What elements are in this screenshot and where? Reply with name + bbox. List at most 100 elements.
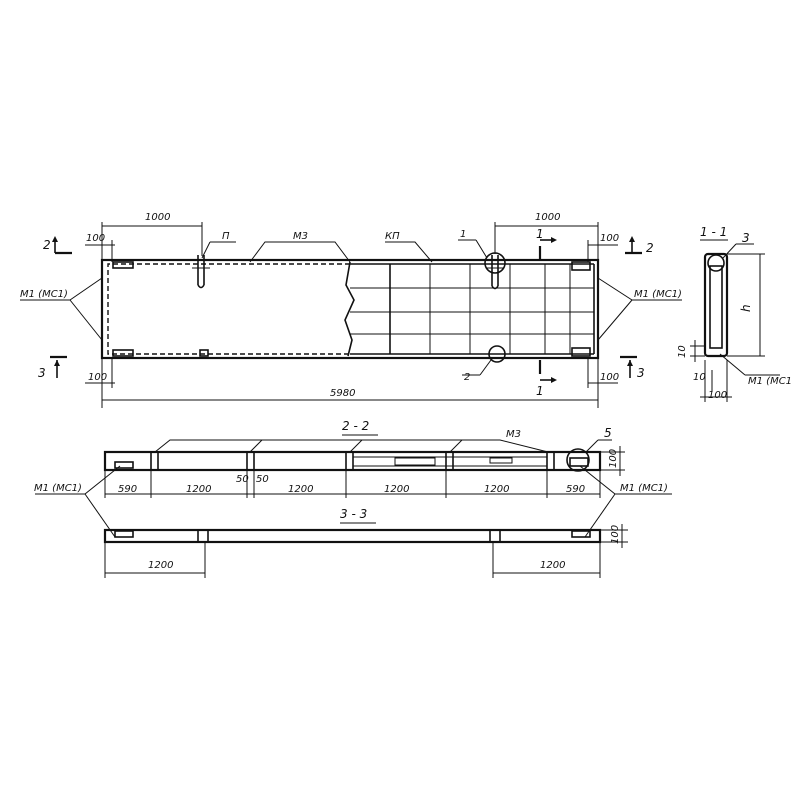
- section-2-plate-right: [569, 457, 589, 467]
- callout-circle-5: [566, 448, 590, 472]
- section-2-rib: [345, 451, 354, 471]
- section-mark-3-right: [620, 355, 637, 378]
- label-h: h: [739, 304, 753, 312]
- label-m3-sec2: М3: [506, 429, 521, 440]
- dim-1200-left-sec3: 1200: [148, 560, 173, 571]
- section-2-rib: [546, 451, 555, 471]
- label-sec-3-left: 3: [38, 366, 46, 380]
- section-1-1: 1 - 1 3 h 10 10 100 М1 (МС1: [677, 225, 792, 402]
- section-mark-1-bottom: [538, 360, 557, 383]
- section-2-rib: [150, 451, 159, 471]
- label-m1-right: М1 (МС1): [634, 289, 682, 300]
- label-callout-2: 2: [464, 372, 470, 383]
- label-callout-3: 3: [742, 231, 750, 245]
- section-3-loop-right: [489, 529, 501, 543]
- plan-plate-bl: [112, 349, 134, 357]
- label-10a: 10: [677, 345, 688, 358]
- section-2-rib: [246, 451, 255, 471]
- dim-590-left: 590: [118, 484, 137, 495]
- leader-kp: [385, 241, 433, 263]
- label-10b: 10: [693, 372, 706, 383]
- dim-1200-1: 1200: [186, 484, 211, 495]
- leader-5: [585, 439, 599, 453]
- dim-100-sec2: 100: [608, 449, 619, 468]
- label-m3: М3: [293, 231, 308, 242]
- leader-m3: [249, 241, 351, 263]
- leader-3: [722, 243, 737, 259]
- section-mark-1-top: [538, 237, 557, 260]
- section-mark-2-right: [625, 236, 642, 255]
- plan-dim-1000-right: 1000: [535, 212, 560, 223]
- plan-dim-1000-left: 1000: [145, 212, 170, 223]
- leader-m1-sec1: [719, 353, 746, 376]
- dim-1200-4: 1200: [484, 484, 509, 495]
- section-1-title: 1 - 1: [700, 225, 727, 239]
- section-2-2: 2 - 2: [34, 419, 672, 538]
- leader-m1-right-top: [597, 277, 633, 301]
- plan-small-plate: [199, 349, 209, 357]
- leader-m1-left-top: [69, 277, 103, 301]
- label-sec-1-top: 1: [536, 227, 544, 241]
- plan-dim-100-tl: 100: [86, 233, 105, 244]
- label-callout-1: 1: [460, 229, 466, 240]
- label-sec-2-right: 2: [646, 241, 654, 255]
- dim-1200-3: 1200: [384, 484, 409, 495]
- section-3-title: 3 - 3: [340, 507, 367, 521]
- section-1-inner: [709, 265, 723, 349]
- plan-dashed-contour: [107, 263, 350, 355]
- section-2-rib: [445, 451, 454, 471]
- lifting-loop-left: [192, 255, 210, 289]
- callout-circle-1: [484, 252, 506, 274]
- leader-m1-sec2-left: [84, 465, 121, 495]
- plan-plate-tr: [571, 261, 591, 271]
- leader-m3-branch: [249, 439, 263, 453]
- label-m1-sec2-right: М1 (МС1): [620, 483, 668, 494]
- label-sec-1-bottom: 1: [536, 384, 544, 398]
- leader-m3-section2: [154, 439, 549, 453]
- label-m1-left: М1 (МС1): [20, 289, 68, 300]
- leader-2: [479, 359, 492, 376]
- plan-dim-100-bl: 100: [88, 372, 107, 383]
- leader-m3-branch: [449, 439, 463, 453]
- dim-50a: 50: [236, 474, 249, 485]
- section-3-plate-right: [571, 530, 591, 538]
- section-3-3: 3 - 3 1200 1200 100: [103, 507, 628, 578]
- plan-plate-br: [571, 347, 591, 357]
- plan-view: 1000 1000 100 100 100 100 5980 П М3 КП 1…: [20, 212, 682, 408]
- leader-m1-right-bottom: [597, 299, 633, 341]
- plan-outline: [100, 258, 600, 360]
- plan-dim-100-br: 100: [600, 372, 619, 383]
- plan-plate-tl: [112, 261, 134, 269]
- section-2-plate-left: [114, 461, 134, 469]
- plan-mesh: [350, 263, 595, 355]
- label-p: П: [222, 231, 230, 242]
- section-mark-3-left: [50, 355, 67, 378]
- section-2-bar-detail: [489, 457, 513, 464]
- dim-1200-right-sec3: 1200: [540, 560, 565, 571]
- label-sec-3-right: 3: [637, 366, 645, 380]
- label-sec-2-left: 2: [43, 238, 51, 252]
- plan-break-line: [344, 261, 355, 357]
- section-1-outline: [703, 252, 729, 358]
- section-3-outline: [103, 528, 602, 544]
- dim-1200-2: 1200: [288, 484, 313, 495]
- section-2-bar-detail: [394, 457, 436, 466]
- plan-dim-total: 5980: [330, 388, 355, 399]
- label-callout-5: 5: [604, 426, 612, 440]
- section-1-callout-circle: [707, 254, 725, 272]
- label-m1-sec1: М1 (МС1: [748, 376, 792, 387]
- label-kp: КП: [385, 231, 400, 242]
- leader-m3-branch: [349, 439, 363, 453]
- leader-m1-left-bottom: [69, 299, 103, 341]
- leader-m1-sec2-right: [579, 465, 616, 495]
- dim-100-sec3: 100: [610, 525, 621, 544]
- lifting-loop-right: [486, 255, 504, 290]
- leader-1: [475, 239, 488, 259]
- dim-50b: 50: [256, 474, 269, 485]
- label-100: 100: [708, 390, 727, 401]
- section-2-title: 2 - 2: [342, 419, 369, 433]
- callout-circle-2: [488, 345, 506, 363]
- section-mark-2-left: [52, 236, 72, 255]
